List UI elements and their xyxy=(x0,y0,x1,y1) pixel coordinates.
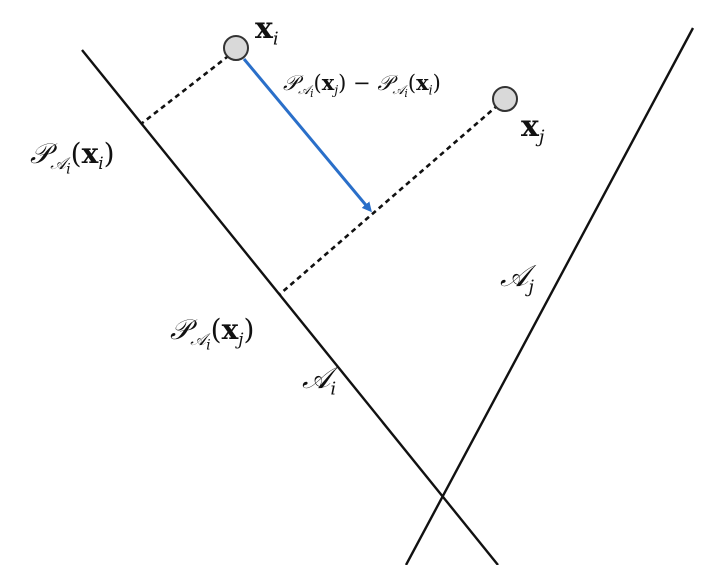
label-x-i: xi xyxy=(255,11,279,50)
difference-vector-arrow xyxy=(242,58,372,213)
label-projection-difference: 𝒫𝒜i(xj) − 𝒫𝒜i(xi) xyxy=(283,70,441,101)
label-subspace-a-i: 𝒜i xyxy=(302,361,337,400)
point-x-j xyxy=(492,86,518,112)
label-projection-x-j: 𝒫𝒜i(xj) xyxy=(170,313,255,354)
projection-dashed-line-x-j xyxy=(279,98,506,295)
label-subspace-a-j: 𝒜j xyxy=(500,259,534,298)
label-projection-x-i: 𝒫𝒜i(xi) xyxy=(30,137,115,178)
label-x-j: xj xyxy=(521,109,545,148)
projection-dashed-line-x-i xyxy=(140,48,237,126)
subspace-line-a-j xyxy=(404,27,695,565)
subspace-line-a-i xyxy=(81,49,499,565)
point-x-i xyxy=(223,35,249,61)
